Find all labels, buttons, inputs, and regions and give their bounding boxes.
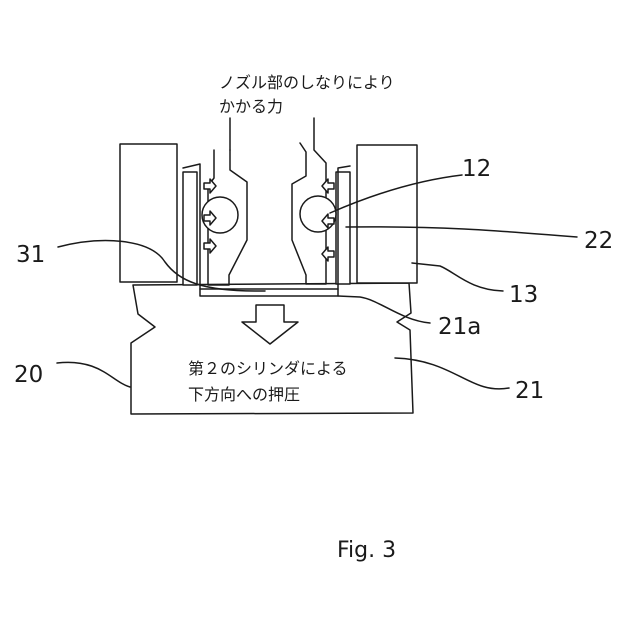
right-holder-block xyxy=(357,145,417,283)
press-label-line1: 第２のシリンダによる xyxy=(188,359,348,378)
right-o-ring xyxy=(300,196,336,232)
left-plate xyxy=(183,172,197,285)
nozzle-force-label-line2: かかる力 xyxy=(219,97,283,116)
force-arrow-icon xyxy=(204,179,216,193)
left-force-arrows xyxy=(204,179,216,253)
ref-12: 12 xyxy=(462,156,491,182)
left-holder-block xyxy=(120,144,177,282)
ref-13: 13 xyxy=(509,282,538,308)
nozzle-force-label-line1: ノズル部のしなりにより xyxy=(219,73,395,92)
ref-20: 20 xyxy=(14,362,43,388)
ref-31: 31 xyxy=(16,242,45,268)
ref-21: 21 xyxy=(515,378,544,404)
force-arrow-icon xyxy=(322,247,334,261)
right-force-arrows xyxy=(322,179,334,261)
force-arrow-icon xyxy=(204,239,216,253)
leader-13 xyxy=(412,263,503,291)
force-arrow-icon xyxy=(322,179,334,193)
figure-caption: Fig. 3 xyxy=(337,538,396,563)
ref-22: 22 xyxy=(584,228,613,254)
leader-20 xyxy=(57,362,130,387)
press-label-line2: 下方向への押圧 xyxy=(188,385,300,404)
ref-21a: 21a xyxy=(438,314,481,340)
